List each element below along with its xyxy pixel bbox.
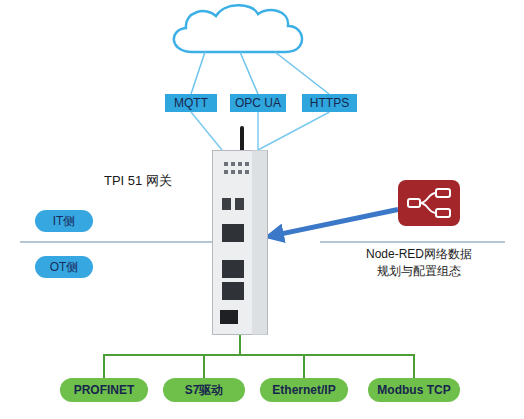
node-red-icon: Node-RED网络数据 规划与配置组态 (398, 180, 460, 226)
connector (191, 112, 222, 150)
connector (104, 335, 240, 378)
connector (240, 335, 304, 378)
connector (257, 112, 259, 150)
connector (268, 210, 398, 237)
status-led (231, 170, 235, 174)
protocol-box: MQTT (165, 94, 217, 112)
ethernet-port (222, 224, 244, 242)
icon-node (436, 189, 450, 197)
ethernet-port (222, 282, 244, 300)
protocol-box: HTTPS (302, 94, 357, 112)
box-label: OT侧 (50, 259, 79, 276)
protocol-pill: Modbus TCP (368, 378, 460, 402)
box-label: MQTT (174, 96, 208, 110)
cloud-shape (174, 5, 302, 52)
status-led (224, 162, 228, 166)
device-label: TPI 51 网关 (104, 172, 172, 190)
box-label: PROFINET (74, 383, 135, 397)
box-label: OPC UA (235, 96, 281, 110)
protocol-pill: S7驱动 (163, 378, 245, 402)
connector (204, 335, 240, 378)
status-led (238, 162, 242, 166)
box-label: HTTPS (310, 96, 349, 110)
side-pill: OT侧 (35, 256, 93, 278)
side-pill: IT侧 (35, 210, 93, 232)
ethernet-port (222, 260, 244, 278)
device-side (252, 151, 267, 335)
connector (240, 335, 414, 378)
status-led (224, 170, 228, 174)
status-led (231, 162, 235, 166)
protocol-box: OPC UA (230, 94, 286, 112)
box-label: S7驱动 (185, 382, 224, 399)
icon-bg (398, 180, 460, 226)
icon-node (408, 199, 420, 207)
divider-line (20, 241, 222, 243)
icon-node (436, 209, 450, 217)
gateway-art (212, 150, 268, 335)
tool-caption: Node-RED网络数据 规划与配置组态 (362, 246, 476, 280)
usb-port (222, 198, 231, 210)
node-red-art (398, 180, 460, 226)
cloud-link (275, 52, 329, 94)
cloud-link (240, 52, 258, 94)
protocol-pill: PROFINET (60, 378, 148, 402)
device-body (213, 151, 268, 335)
cloud-link (191, 52, 205, 94)
protocol-pill: Ethernet/IP (260, 378, 348, 402)
box-label: Ethernet/IP (272, 383, 335, 397)
connector (258, 112, 330, 150)
box-label: IT侧 (53, 213, 76, 230)
status-led (238, 170, 242, 174)
sfp-port (220, 310, 238, 324)
status-led (245, 170, 249, 174)
gateway-device: TPI 51 网关 (212, 150, 268, 335)
divider-line (320, 241, 505, 243)
status-led (245, 162, 249, 166)
icon-wire (420, 193, 436, 213)
usb-port (235, 198, 244, 210)
box-label: Modbus TCP (377, 383, 450, 397)
